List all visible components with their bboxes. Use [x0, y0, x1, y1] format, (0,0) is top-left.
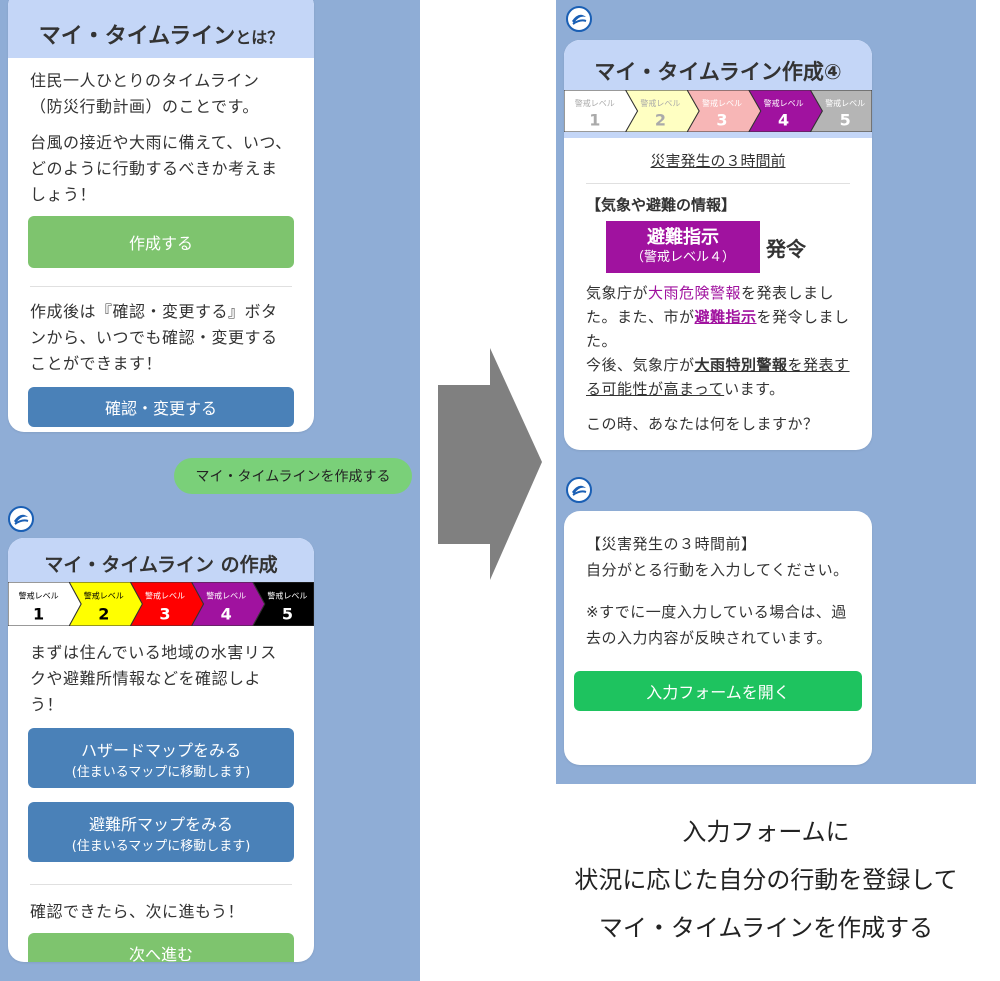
shelter-map-label: 避難所マップをみる: [88, 814, 233, 834]
level-5-label: 警戒レベル: [267, 591, 307, 601]
about-title-suffix: とは？: [235, 28, 284, 47]
evacuation-order-badge: 避難指示 （警戒レベル４）: [606, 221, 760, 273]
level-1-label: 警戒レベル: [575, 98, 615, 108]
msg-text: 今後、気象庁が: [586, 356, 695, 374]
level-bar-underline: [564, 132, 872, 138]
info-heading: 【気象や避難の情報】: [586, 196, 737, 214]
level-5-number: 5: [840, 111, 851, 130]
about-para-2: 台風の接近や大雨に備えて、いつ、どのように行動するべきか考えましょう！: [30, 133, 292, 204]
badge-main: 避難指示: [647, 227, 719, 248]
level-3-segment: [129, 582, 205, 626]
hazard-map-label: ハザードマップをみる: [80, 740, 241, 760]
level-4-segment: [191, 582, 266, 626]
level-2-segment: [625, 90, 700, 132]
level-3-number: 3: [716, 111, 727, 130]
bot-avatar-icon: [566, 477, 592, 503]
caption-line-1: 入力フォームに: [682, 818, 850, 846]
about-divider: [30, 286, 292, 287]
level-4-number: 4: [778, 111, 789, 130]
bot-avatar-icon: [8, 506, 34, 532]
right-arrow-icon: [438, 348, 542, 580]
msg-text: を発令しました。: [586, 308, 850, 350]
form-instruction: 自分がとる行動を入力してください。: [586, 561, 849, 579]
hazard-map-sub: (住まいるマップに移動します): [71, 764, 251, 780]
level-3-segment: [686, 90, 762, 132]
bot-avatar-icon: [566, 6, 592, 32]
level-4-label: 警戒レベル: [764, 98, 804, 108]
level-5-number: 5: [282, 604, 293, 623]
level-1-number: 1: [589, 111, 600, 130]
shelter-map-button[interactable]: 避難所マップをみる (住まいるマップに移動します): [28, 802, 294, 862]
confirm-change-button[interactable]: 確認・変更する: [28, 387, 294, 427]
level-3-label: 警戒レベル: [702, 98, 742, 108]
step-card-title: マイ・タイムライン作成④: [594, 60, 842, 84]
level-4-segment: [748, 90, 823, 132]
level-1-number: 1: [33, 604, 44, 623]
level-2-label: 警戒レベル: [84, 591, 124, 601]
level-2-segment: [68, 582, 143, 626]
level-5-label: 警戒レベル: [825, 98, 865, 108]
level-2-number: 2: [655, 111, 666, 130]
level-4-number: 4: [221, 604, 232, 623]
create-card-header: マイ・タイムライン の作成: [8, 538, 314, 582]
level-3-label: 警戒レベル: [145, 591, 185, 601]
form-heading: 【災害発生の３時間前】: [586, 535, 757, 553]
step-divider: [586, 183, 850, 184]
about-para-3: 作成後は『確認・変更する』ボタンから、いつでも確認・変更することができます！: [30, 302, 278, 373]
about-card-header: マイ・タイムラインとは？: [8, 0, 314, 58]
evacuation-order-row: 避難指示 （警戒レベル４） 発令: [606, 221, 872, 273]
about-para-1: 住民一人ひとりのタイムライン（防災行動計画）のことです。: [30, 71, 260, 116]
level-5-segment: [809, 90, 872, 132]
level-5-segment: [252, 582, 314, 626]
create-intro: まずは住んでいる地域の水害リスクや避難所情報などを確認しよう！: [30, 643, 277, 714]
about-title: マイ・タイムライン: [38, 24, 236, 49]
user-message-bubble: マイ・タイムラインを作成する: [174, 458, 412, 494]
level-2-number: 2: [98, 604, 109, 623]
about-card: マイ・タイムラインとは？ 住民一人ひとりのタイムライン（防災行動計画）のことです…: [8, 0, 314, 432]
msg-text: を発表しました。また、市が: [586, 284, 835, 326]
caption-line-2: 状況に応じた自分の行動を登録して: [574, 866, 958, 894]
badge-sub: （警戒レベル４）: [630, 250, 735, 265]
level-1-segment: [8, 582, 82, 626]
timing-text: 災害発生の３時間前: [650, 152, 786, 170]
step-card-header: マイ・タイムライン作成④: [564, 40, 872, 90]
alert-level-bar: 警戒レベル 1 警戒レベル 2 警戒レベル 3 警戒レベル 4 警戒レベル 5: [8, 582, 314, 626]
create-button[interactable]: 作成する: [28, 216, 294, 268]
form-note: ※すでに一度入力している場合は、過去の入力内容が反映されています。: [586, 603, 847, 647]
create-card-title: マイ・タイムライン の作成: [44, 554, 278, 576]
next-button[interactable]: 次へ進む: [28, 933, 294, 962]
possibility-text: を発表する可能性が高まって: [586, 356, 850, 398]
input-form-card: 【災害発生の３時間前】 自分がとる行動を入力してください。 ※すでに一度入力して…: [564, 511, 872, 765]
evacuation-order-link[interactable]: 避難指示: [694, 308, 757, 326]
next-text: 確認できたら、次に進もう！: [30, 902, 245, 921]
msg-text: います。: [724, 380, 785, 398]
level-1-label: 警戒レベル: [19, 591, 59, 601]
level-2-label: 警戒レベル: [640, 98, 680, 108]
alert-level-bar: 警戒レベル 1 警戒レベル 2 警戒レベル 3 警戒レベル 4 警戒レベル 5: [564, 90, 872, 132]
heavy-rain-warning-text: 大雨危険警報: [648, 284, 742, 302]
caption-line-3: マイ・タイムラインを作成する: [598, 914, 934, 942]
special-warning-text: 大雨特別警報: [694, 356, 788, 374]
left-chat-screen: マイ・タイムラインとは？ 住民一人ひとりのタイムライン（防災行動計画）のことです…: [0, 0, 420, 981]
level-3-number: 3: [159, 604, 170, 623]
msg-text: 気象庁が: [586, 284, 649, 302]
hazard-map-button[interactable]: ハザードマップをみる (住まいるマップに移動します): [28, 728, 294, 788]
badge-suffix: 発令: [766, 236, 806, 261]
question-text: この時、あなたは何をしますか？: [586, 415, 819, 433]
level-1-segment: [564, 90, 639, 132]
level-4-label: 警戒レベル: [206, 591, 246, 601]
shelter-map-sub: (住まいるマップに移動します): [71, 838, 251, 854]
situation-message: 気象庁が大雨危険警報を発表しました。また、市が避難指示を発令しました。 今後、気…: [564, 281, 872, 401]
create-divider: [30, 884, 292, 885]
open-input-form-button[interactable]: 入力フォームを開く: [574, 671, 862, 711]
